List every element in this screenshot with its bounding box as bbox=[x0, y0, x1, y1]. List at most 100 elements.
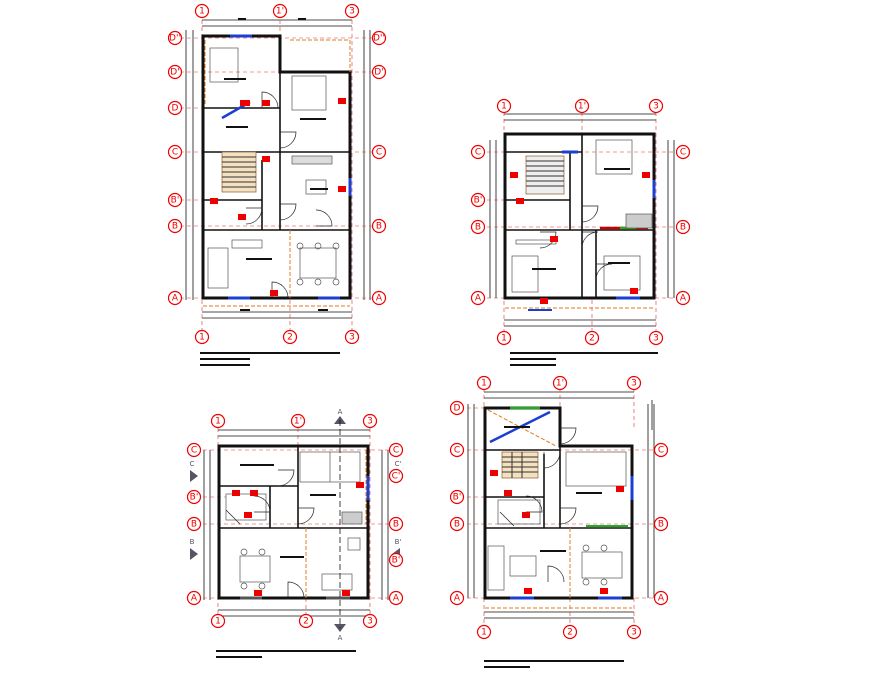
plan-top-right-axis-bottom-0: 1 bbox=[496, 330, 512, 346]
plan-bottom-right-axis-right-2-circle bbox=[653, 590, 669, 606]
plan-bottom-left-axis-left-3-label: A bbox=[191, 594, 198, 604]
plan-bottom-left-axis-top-2-circle bbox=[362, 413, 378, 429]
plan-bottom-left-axis-right-1: C' bbox=[388, 468, 404, 484]
plan-top-right-axis-top-2-circle bbox=[648, 98, 664, 114]
plan-top-right-axis-right-1-label: B bbox=[680, 223, 686, 233]
section-mark-5: C' bbox=[395, 460, 402, 468]
plan-bottom-left-axis-left-3: A bbox=[186, 590, 202, 606]
plan-top-right-walls bbox=[503, 132, 656, 309]
plan-top-left-axis-bottom-0-circle bbox=[194, 329, 210, 345]
plan-top-left-axis-bottom-2-label: 3 bbox=[349, 333, 355, 343]
plan-top-left-axis-top-2: 3 bbox=[344, 3, 360, 19]
plan-top-right-axis-right-1: B bbox=[675, 219, 691, 235]
plan-top-left-axis-left-2-label: D bbox=[172, 104, 179, 114]
plan-bottom-right-axis-bottom-2-circle bbox=[626, 624, 642, 640]
plan-top-right-axis-right-2-circle bbox=[675, 290, 691, 306]
plan-bottom-right-axis-bottom-1-label: 2 bbox=[567, 628, 573, 638]
section-mark-4: C bbox=[190, 460, 195, 468]
plan-bottom-right-axis-top-0: 1 bbox=[476, 375, 492, 391]
section-mark-2: B bbox=[190, 538, 195, 546]
plan-bottom-right-axis-left-3-circle bbox=[449, 516, 465, 532]
plan-bottom-right-axis-bottom-1: 2 bbox=[562, 624, 578, 640]
section-mark-0: A bbox=[338, 408, 343, 416]
plan-top-right-axis-left-0: C bbox=[470, 144, 486, 160]
plan-top-left-axis-bottom-2: 3 bbox=[344, 329, 360, 345]
plan-top-right-axis-left-2-label: B bbox=[475, 223, 481, 233]
plan-bottom-left-axis-left-0-label: C bbox=[191, 446, 197, 456]
plan-top-left-axis-top-1-circle bbox=[272, 3, 288, 19]
plan-top-right-axis-left-0-label: C bbox=[475, 148, 481, 158]
plan-bottom-right-axis-bottom-0: 1 bbox=[476, 624, 492, 640]
plan-bottom-left-axis-top-2: 3 bbox=[362, 413, 378, 429]
plan-bottom-right-axis-top-1-label: 1' bbox=[556, 379, 564, 389]
plan-bottom-right-axis-right-1-circle bbox=[653, 516, 669, 532]
plan-bottom-right-axis-left-4: A bbox=[449, 590, 465, 606]
plan-bottom-right-axis-right-0: C bbox=[653, 442, 669, 458]
plan-top-left-axis-left-1-label: D' bbox=[170, 68, 179, 78]
plan-bottom-left-axis-left-2: B bbox=[186, 516, 202, 532]
plan-bottom-left-axis-left-1: B' bbox=[186, 489, 202, 505]
plan-top-right-axis-left-3: A bbox=[470, 290, 486, 306]
plan-bottom-left-axis-right-4-label: A bbox=[393, 594, 400, 604]
plan-bottom-right-axis-left-1: C bbox=[449, 442, 465, 458]
plan-bottom-right-axis-top-0-circle bbox=[476, 375, 492, 391]
plan-top-right-axis-right-2: A bbox=[675, 290, 691, 306]
plan-top-right-axis-left-3-circle bbox=[470, 290, 486, 306]
plan-bottom-left-axis-right-2-label: B bbox=[393, 520, 399, 530]
plan-top-left-axis-top-1-label: 1' bbox=[276, 7, 284, 17]
plan-bottom-left-axis-right-2-circle bbox=[388, 516, 404, 532]
plan-top-right-axis-top-1-label: 1' bbox=[578, 102, 586, 112]
plan-top-left-axis-right-2-label: C bbox=[376, 148, 382, 158]
plan-bottom-left-axis-bottom-1: 2 bbox=[298, 613, 314, 629]
plan-bottom-left-axis-right-1-label: C' bbox=[392, 472, 401, 482]
plan-top-left-axis-top-0: 1 bbox=[194, 3, 210, 19]
plan-bottom-left-axis-left-1-label: B' bbox=[190, 493, 199, 503]
plan-top-right-axis-right-0: C bbox=[675, 144, 691, 160]
plan-bottom-right-axis-top-2-label: 3 bbox=[631, 379, 637, 389]
plan-top-left-axis-left-3: C bbox=[167, 144, 183, 160]
plan-bottom-left-axis-right-3-circle bbox=[388, 552, 404, 568]
plan-top-left-axis-right-1-circle bbox=[371, 64, 387, 80]
plan-bottom-right-axis-left-3-label: B bbox=[454, 520, 460, 530]
plan-top-left-axis-left-2: D bbox=[167, 100, 183, 116]
plan-top-right-axis-left-0-circle bbox=[470, 144, 486, 160]
plan-top-left-axis-right-3-circle bbox=[371, 218, 387, 234]
plan-bottom-left-axis-left-2-circle bbox=[186, 516, 202, 532]
plan-bottom-right bbox=[460, 388, 664, 668]
plan-bottom-right-axis-left-2-label: B' bbox=[453, 493, 462, 503]
plan-top-right-axis-bottom-2-circle bbox=[648, 330, 664, 346]
plan-top-left-axis-right-2: C bbox=[371, 144, 387, 160]
plan-top-right-axis-top-1: 1' bbox=[574, 98, 590, 114]
plan-top-left-axis-left-6: A bbox=[167, 290, 183, 306]
plan-bottom-left-axis-bottom-2: 3 bbox=[362, 613, 378, 629]
plan-top-left-axis-left-3-label: C bbox=[172, 148, 178, 158]
plan-top-right-axis-left-1: B' bbox=[470, 192, 486, 208]
plan-bottom-left-axis-right-4-circle bbox=[388, 590, 404, 606]
plan-top-left-axis-left-6-label: A bbox=[172, 294, 179, 304]
plan-bottom-right-axis-left-0: D bbox=[449, 400, 465, 416]
plan-top-right-stairs bbox=[525, 155, 565, 195]
plan-bottom-left-axis-bottom-1-label: 2 bbox=[303, 617, 309, 627]
plan-top-left-stairs bbox=[221, 151, 257, 193]
plan-bottom-right-axis-right-0-circle bbox=[653, 442, 669, 458]
plan-top-left-axis-top-0-label: 1 bbox=[199, 7, 205, 17]
plan-top-left-axis-left-6-circle bbox=[167, 290, 183, 306]
plan-top-left-axis-left-3-circle bbox=[167, 144, 183, 160]
plan-bottom-right-axis-bottom-1-circle bbox=[562, 624, 578, 640]
plan-bottom-right-axis-top-2: 3 bbox=[626, 375, 642, 391]
plan-top-left-axis-left-1: D' bbox=[167, 64, 183, 80]
plan-bottom-right-axis-bottom-2: 3 bbox=[626, 624, 642, 640]
plan-top-left-axis-top-1: 1' bbox=[272, 3, 288, 19]
plan-bottom-right-axis-top-1-circle bbox=[552, 375, 568, 391]
plan-top-right-axis-top-1-circle bbox=[574, 98, 590, 114]
plan-top-right-axis-left-2-circle bbox=[470, 219, 486, 235]
plan-top-left-axis-top-2-circle bbox=[344, 3, 360, 19]
plan-bottom-left-axis-left-3-circle bbox=[186, 590, 202, 606]
plan-top-right-axis-bottom-0-label: 1 bbox=[501, 334, 507, 344]
plan-top-left-axis-top-0-circle bbox=[194, 3, 210, 19]
plan-top-left-axis-bottom-1: 2 bbox=[282, 329, 298, 345]
plan-top-left-axis-left-5-label: B bbox=[172, 222, 178, 232]
plan-top-right bbox=[480, 112, 684, 366]
section-mark-1: A bbox=[338, 634, 343, 642]
plan-top-right-axis-left-3-label: A bbox=[475, 294, 482, 304]
